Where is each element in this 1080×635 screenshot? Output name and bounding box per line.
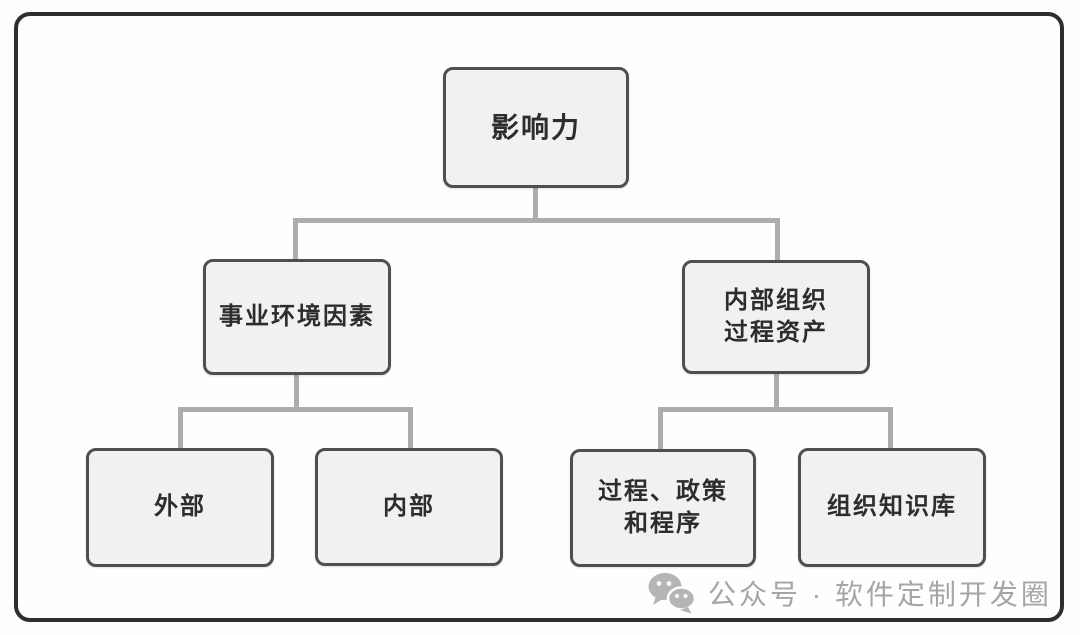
node-external: 外部 <box>86 448 274 567</box>
wechat-icon <box>648 573 697 614</box>
node-external-label: 外部 <box>154 493 206 521</box>
connector-drop-eef <box>293 218 298 262</box>
connector-opa-horizontal <box>658 407 893 412</box>
node-opa-line1: 内部组织 <box>724 286 828 314</box>
connector-drop-okb <box>888 407 893 450</box>
connector-root-horizontal <box>293 218 780 223</box>
connector-drop-internal <box>408 407 413 450</box>
node-enterprise-environmental-factors: 事业环境因素 <box>203 259 391 375</box>
connector-drop-ppp <box>658 407 663 451</box>
node-ppp-line2: 和程序 <box>624 510 702 537</box>
node-ppp-line1: 过程、政策 <box>598 477 728 505</box>
node-processes-policies-procedures: 过程、政策 和程序 <box>570 449 756 567</box>
node-internal-label: 内部 <box>383 492 435 520</box>
node-organizational-process-assets: 内部组织 过程资产 <box>682 260 870 374</box>
connector-root-trunk <box>533 188 538 222</box>
node-eef-label: 事业环境因素 <box>219 302 375 330</box>
connector-drop-external <box>178 407 183 450</box>
connector-opa-trunk <box>774 372 779 412</box>
watermark: 公众号 · 软件定制开发圈 <box>646 572 1052 614</box>
watermark-text: 公众号 · 软件定制开发圈 <box>708 579 1052 610</box>
node-influence: 影响力 <box>443 67 629 188</box>
node-influence-label: 影响力 <box>490 111 581 143</box>
connector-drop-opa <box>775 218 780 263</box>
connector-eef-trunk <box>294 373 299 412</box>
node-organizational-knowledge-base: 组织知识库 <box>798 448 986 567</box>
connector-eef-horizontal <box>178 407 413 412</box>
node-okb-label: 组织知识库 <box>827 493 957 521</box>
node-internal: 内部 <box>315 448 503 566</box>
node-opa-line2: 过程资产 <box>724 319 828 346</box>
